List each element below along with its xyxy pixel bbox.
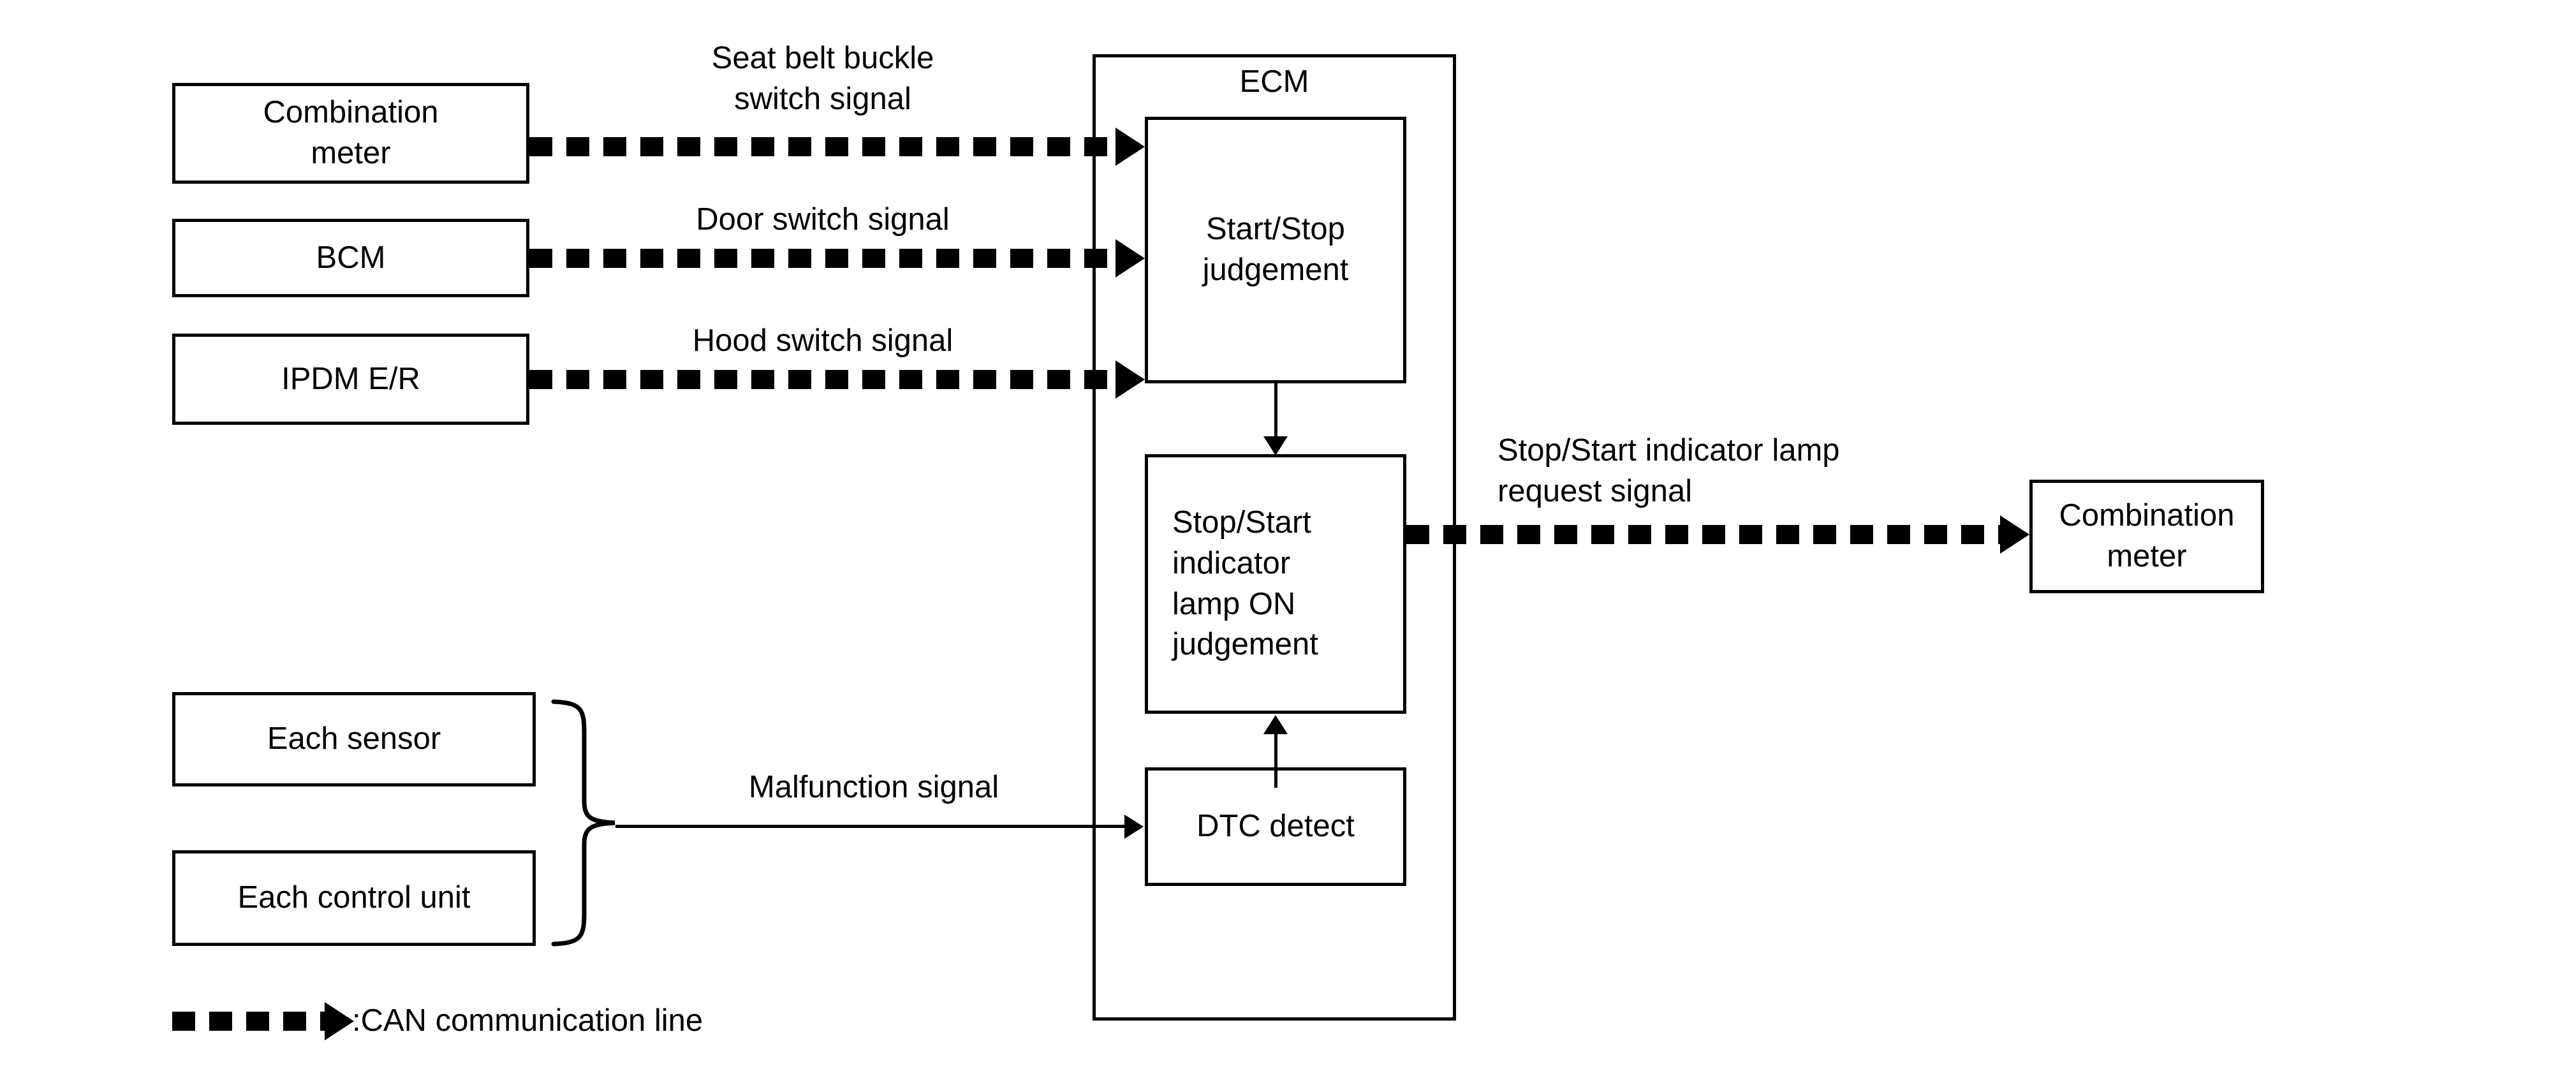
can-line-door-switch-signal (529, 239, 1145, 277)
arrow-head-icon (325, 1002, 354, 1040)
can-line-bar (529, 137, 1115, 156)
can-line-bar (529, 249, 1115, 268)
block-lamp-on-judgement: Stop/Start indicator lamp ON judgement (1145, 454, 1406, 714)
node-label: IPDM E/R (281, 361, 420, 396)
can-line-bar (529, 370, 1115, 389)
label-stop-start-indicator-lamp-request-signal: Stop/Start indicator lamp request signal (1498, 433, 1840, 508)
node-label: Each control unit (237, 880, 471, 915)
node-combination-meter-input: Combination meter (172, 83, 529, 184)
connector-judgement-to-lamp (1274, 383, 1277, 438)
can-line-bar (1406, 525, 2000, 544)
node-each-control-unit: Each control unit (172, 850, 536, 946)
arrow-head-icon (1115, 128, 1145, 166)
source-group-brace (551, 699, 615, 947)
legend-can-line-symbol (172, 1002, 354, 1040)
node-each-sensor: Each sensor (172, 692, 536, 786)
block-label: Start/Stop judgement (1202, 212, 1349, 287)
label-hood-switch-signal: Hood switch signal (692, 323, 953, 358)
arrow-head-icon (2000, 515, 2029, 554)
node-ipdm-er: IPDM E/R (172, 334, 529, 425)
node-label: Each sensor (267, 721, 441, 757)
legend-label: :CAN communication line (352, 1003, 703, 1038)
node-combination-meter-output: Combination meter (2029, 480, 2264, 593)
node-label: Combination meter (2059, 498, 2235, 573)
label-door-switch-signal: Door switch signal (696, 202, 950, 237)
node-label: BCM (316, 240, 386, 275)
can-line-bar (172, 1012, 325, 1031)
label-seat-belt-buckle-switch-signal: Seat belt buckle switch signal (711, 41, 934, 116)
label-malfunction-signal: Malfunction signal (748, 770, 999, 804)
arrow-head-icon (1115, 360, 1145, 399)
can-line-seat-belt-buckle-switch-signal (529, 128, 1145, 166)
arrow-down-icon (1263, 436, 1288, 455)
can-line-stop-start-indicator-lamp-request-signal (1406, 515, 2029, 554)
arrow-up-icon (1263, 715, 1288, 734)
arrow-head-icon (1115, 239, 1145, 277)
node-bcm: BCM (172, 219, 529, 297)
node-label: Combination meter (263, 95, 439, 170)
connector-dtc-to-lamp (1274, 734, 1277, 788)
block-label: DTC detect (1196, 809, 1355, 844)
block-start-stop-judgement: Start/Stop judgement (1145, 117, 1406, 383)
connector-malfunction-signal (615, 825, 1126, 828)
ecm-caption: ECM (1239, 64, 1309, 99)
block-label: Stop/Start indicator lamp ON judgement (1172, 505, 1318, 662)
arrow-right-icon (1124, 815, 1144, 839)
can-line-hood-switch-signal (529, 360, 1145, 399)
